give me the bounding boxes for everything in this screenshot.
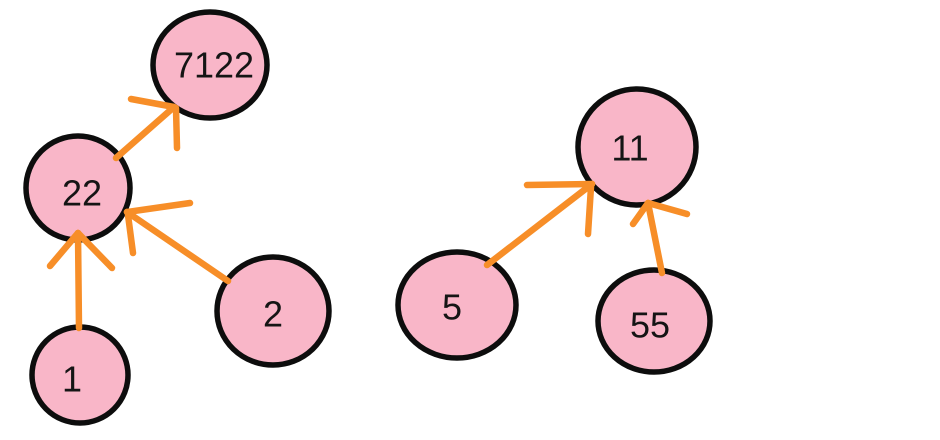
- graph-node-1: 1: [29, 324, 131, 426]
- edge-1-to-22: [46, 229, 116, 332]
- edge-55-to-11: [629, 199, 691, 277]
- node-circle: [214, 254, 332, 368]
- graph-node-11: 11: [575, 86, 699, 208]
- node-circle: [150, 9, 270, 121]
- node-circle: [575, 86, 699, 208]
- graph-node-5: 5: [395, 249, 519, 361]
- arrowhead-barb: [124, 211, 137, 257]
- arrowhead-barb: [46, 229, 82, 270]
- arrowhead-barb: [629, 199, 652, 228]
- edge-shaft: [123, 208, 232, 285]
- edge-shaft: [74, 229, 83, 332]
- arrowhead-barb: [123, 199, 194, 216]
- node-label: 7122: [174, 45, 254, 86]
- edge-shaft: [112, 103, 178, 162]
- node-label: 55: [630, 305, 670, 346]
- node-label: 1: [62, 359, 82, 400]
- graph-node-55: 55: [595, 267, 713, 375]
- node-label: 2: [263, 294, 283, 335]
- arrowhead-barb: [644, 199, 691, 218]
- edge-22-to-7122: [112, 95, 181, 162]
- graph-node-22: 22: [23, 133, 133, 243]
- node-label: 11: [611, 128, 648, 169]
- arrowhead-barb: [172, 104, 181, 152]
- arrowhead-barb: [74, 229, 116, 272]
- arrowhead-barb: [127, 95, 178, 111]
- edge-shaft: [483, 180, 596, 269]
- graph-node-2: 2: [214, 254, 332, 368]
- node-label: 5: [442, 287, 462, 328]
- node-circle: [595, 267, 713, 375]
- arrowhead-barb: [584, 183, 595, 238]
- edge-2-to-22: [123, 199, 232, 285]
- node-label: 22: [62, 173, 102, 214]
- node-circle: [395, 249, 519, 361]
- graph-node-7122: 7122: [150, 9, 270, 121]
- edge-5-to-11: [483, 180, 596, 269]
- arrowhead-barb: [523, 180, 596, 189]
- edge-shaft: [644, 199, 666, 277]
